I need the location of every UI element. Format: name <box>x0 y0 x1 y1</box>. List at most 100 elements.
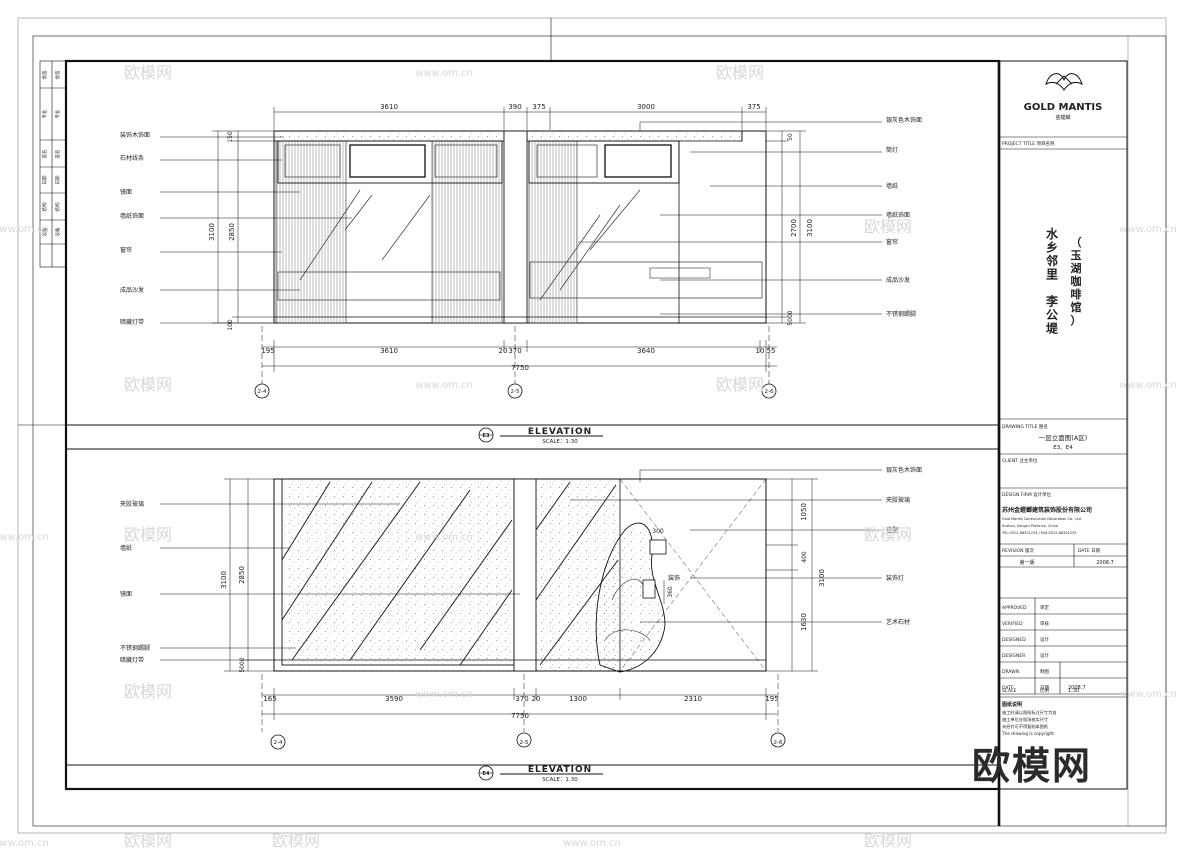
company-en: Gold Mantis Construction Decoration Co.,… <box>1002 517 1081 521</box>
project-sub-char: ） <box>1071 314 1082 327</box>
brand-name-cn: 金螳螂 <box>1055 114 1070 121</box>
project-sub-char: 啡 <box>1071 287 1082 301</box>
strip-label: 日期 <box>42 175 48 184</box>
elevation-tag: E3 <box>483 433 490 439</box>
watermark-logo-text: 欧模网 <box>124 375 172 394</box>
material-label: 镜面 <box>120 590 132 598</box>
watermark-url: www.om.cn <box>415 380 473 391</box>
signoff-label: APPROVED <box>1002 605 1027 611</box>
strip-label: 签名 <box>54 150 61 159</box>
axis-label: 2-5 <box>511 389 520 395</box>
dimension-label: 5000 <box>239 657 246 672</box>
signoff-cn: 设计 <box>1040 636 1049 643</box>
design-firm-label: DESIGN FIRM 设计单位 <box>1002 491 1052 498</box>
gold-mantis-logo <box>1045 73 1083 91</box>
signoff-cn: 审核 <box>1040 620 1049 627</box>
dimension-label: 150 <box>227 131 234 143</box>
signoff-label: DRAWN <box>1002 669 1019 675</box>
material-label: 装饰灯 <box>886 574 904 582</box>
watermark-url: www.om.cn <box>1119 380 1177 391</box>
project-name-char: 堤 <box>1046 321 1059 336</box>
dimension-label: 3100 <box>220 571 228 589</box>
dimension-label: 3100 <box>806 219 814 237</box>
note-line: 施工时请以图纸标注尺寸为准 <box>1002 709 1056 716</box>
elevation-tag: E4 <box>483 771 490 777</box>
project-name-char: 公 <box>1046 308 1058 322</box>
dimension-label: 3590 <box>385 695 403 703</box>
watermark-url: www.om.cn <box>0 532 49 543</box>
axis-label: 2-4 <box>258 389 267 395</box>
signature-strip <box>39 60 67 268</box>
strip-label: 会签 <box>54 70 61 79</box>
watermark-logo-text: 欧模网 <box>272 831 320 850</box>
strip-label: 结构 <box>41 202 48 211</box>
company-name: 苏州金螳螂建筑装饰股份有限公司 <box>1002 506 1092 514</box>
axis-label: 2-5 <box>520 740 529 746</box>
notes-title: 图纸说明 <box>1002 701 1022 708</box>
watermark-url: www.om.cn <box>0 838 49 849</box>
watermark-logo-text: 欧模网 <box>864 831 912 850</box>
dimension-label: 400 <box>801 551 808 563</box>
material-label: 银灰色木饰面 <box>886 466 922 474</box>
note-line: 未经许可不得复制本图纸 <box>1002 723 1049 730</box>
material-label: 装饰 <box>668 574 680 582</box>
dimension-label: 165 <box>263 695 276 703</box>
signature-strip-labels: 会签会签专业专业签名签名日期日期结构结构设备设备 <box>41 70 61 236</box>
material-label: 不锈钢踢脚 <box>120 644 150 652</box>
strip-label: 专业 <box>41 109 48 118</box>
elevation-scale: SCALE：1:30 <box>542 439 578 445</box>
scale-cn: 比例 <box>1040 687 1049 694</box>
watermark-logo-text: 欧模网 <box>716 63 764 82</box>
material-label: 夹胶玻璃 <box>120 500 144 508</box>
material-label: 暗藏灯带 <box>120 656 144 664</box>
material-label: 不锈钢踢脚 <box>886 310 916 318</box>
date-value: 2008.7 <box>1096 560 1114 566</box>
material-label: 石材线条 <box>120 154 144 162</box>
dimension-label: 1630 <box>800 613 808 631</box>
axis-label: 2-4 <box>274 740 283 746</box>
strip-label: 结构 <box>54 202 61 211</box>
signoff-cn: 制图 <box>1040 668 1049 675</box>
elevation-scale: SCALE：1:30 <box>542 777 578 783</box>
strip-label: 日期 <box>55 175 61 184</box>
drawing-title-label: DRAWING TITLE 图名 <box>1002 423 1048 430</box>
dimension-label: 370 <box>515 695 528 703</box>
material-label: 装饰木饰面 <box>120 131 150 139</box>
dimension-label: 300 <box>652 528 664 535</box>
signoff-cn: 设计 <box>1040 652 1049 659</box>
strip-label: 设备 <box>41 227 48 236</box>
material-label: 窗帘 <box>120 246 132 254</box>
material-label: 造型 <box>886 526 898 534</box>
watermark-url: www.om.cn <box>1119 224 1177 235</box>
watermark-logo-text: 欧模网 <box>124 525 172 544</box>
material-label: 墙纸饰面 <box>120 212 144 220</box>
scale-label: SCALE <box>1002 688 1017 694</box>
dimension-label: 55 <box>767 347 776 355</box>
axis-label: 2-6 <box>765 389 774 395</box>
scale-value: 1:30 <box>1068 688 1079 694</box>
project-sub-char: 玉 <box>1071 249 1082 262</box>
elevation-title: ELEVATION <box>528 427 592 437</box>
signoff-cn: 日期 <box>1040 685 1049 691</box>
note-line: 施工单位应现场核实尺寸 <box>1002 716 1048 723</box>
company-tel: TEL:0512-68301234 / FAX:0512-68301235 <box>1001 531 1077 535</box>
watermark-url: www.om.cn <box>415 689 473 700</box>
watermark-logo-text: 欧模网 <box>864 217 912 236</box>
signoff-label: DESIGNED <box>1002 637 1026 643</box>
dimension-label: 20 <box>532 695 541 703</box>
material-label: 墙纸 <box>120 544 132 552</box>
dimension-label: 3610 <box>380 347 398 355</box>
watermark-logo-text: 欧模网 <box>124 63 172 82</box>
signoff-value: 2008.7 <box>1068 685 1086 691</box>
material-label: 夹胶玻璃 <box>886 496 910 504</box>
dimension-label: 3640 <box>637 347 655 355</box>
material-label: 墙纸饰面 <box>886 211 910 219</box>
dimension-label: 390 <box>508 103 521 111</box>
material-label: 成品沙发 <box>886 276 910 284</box>
project-name-char: 里 <box>1046 267 1058 282</box>
dimension-label: 370 <box>508 347 521 355</box>
dimension-label: 2850 <box>238 566 246 584</box>
elevation-title: ELEVATION <box>528 765 592 775</box>
